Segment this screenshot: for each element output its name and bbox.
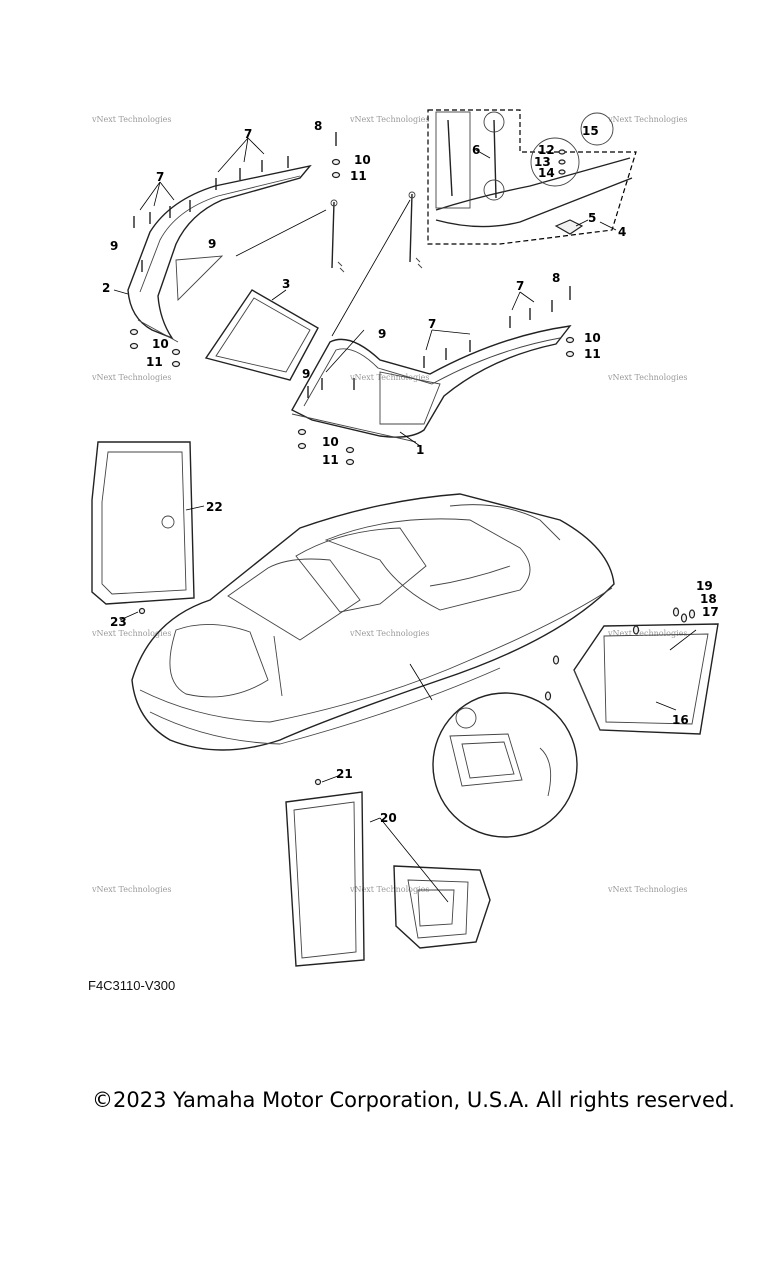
watermark: vNext Technologies <box>349 115 429 124</box>
leader-lines <box>113 137 697 903</box>
parts-diagram: vNext Technologies vNext Technologies vN… <box>91 109 719 967</box>
watermark: vNext Technologies <box>349 885 429 894</box>
watermark: vNext Technologies <box>607 885 687 894</box>
center-windshield <box>204 289 319 381</box>
watermark: vNext Technologies <box>607 373 687 382</box>
watermark: vNext Technologies <box>349 629 429 638</box>
callout-7: 7 <box>516 279 524 293</box>
assembly-detail-box <box>427 109 637 245</box>
right-windshield-frame <box>291 325 572 443</box>
callout-8: 8 <box>552 271 560 285</box>
callout-10: 10 <box>584 331 601 345</box>
callout-9: 9 <box>110 239 118 253</box>
callout-5: 5 <box>588 211 596 225</box>
callout-20: 20 <box>380 811 397 825</box>
callout-7: 7 <box>156 170 164 184</box>
storage-box <box>544 607 719 735</box>
callout-3: 3 <box>282 277 290 291</box>
callout-7: 7 <box>428 317 436 331</box>
watermarks: vNext Technologies vNext Technologies vN… <box>91 115 687 894</box>
watermark: vNext Technologies <box>91 885 171 894</box>
watermark: vNext Technologies <box>91 115 171 124</box>
screws <box>133 132 571 398</box>
callout-16: 16 <box>672 713 689 727</box>
watermark: vNext Technologies <box>91 373 171 382</box>
windshield-struts <box>330 191 423 273</box>
callout-9: 9 <box>208 237 216 251</box>
watermark: vNext Technologies <box>607 629 687 638</box>
watermark: vNext Technologies <box>91 629 171 638</box>
callout-19: 19 <box>696 579 713 593</box>
callout-9: 9 <box>378 327 386 341</box>
drawing-code: F4C3110-V300 <box>88 978 176 993</box>
detail-magnifier <box>409 663 578 838</box>
callout-8: 8 <box>314 119 322 133</box>
callout-9: 9 <box>302 367 310 381</box>
callout-15: 15 <box>582 124 599 138</box>
callout-17: 17 <box>702 605 719 619</box>
callout-2: 2 <box>102 281 110 295</box>
left-windshield-frame <box>127 164 312 343</box>
callout-22: 22 <box>206 500 223 514</box>
watermark: vNext Technologies <box>607 115 687 124</box>
access-panel <box>285 778 491 967</box>
callout-11: 11 <box>584 347 601 361</box>
callout-14: 14 <box>538 166 555 180</box>
callout-12: 12 <box>538 143 555 157</box>
callout-23: 23 <box>110 615 127 629</box>
callout-4: 4 <box>618 225 626 239</box>
callout-11: 11 <box>350 169 367 183</box>
callout-10: 10 <box>152 337 169 351</box>
callout-21: 21 <box>336 767 353 781</box>
callout-10: 10 <box>354 153 371 167</box>
callout-7: 7 <box>244 127 252 141</box>
boat-hull <box>131 493 615 751</box>
callout-1: 1 <box>416 443 424 457</box>
callout-10: 10 <box>322 435 339 449</box>
callout-6: 6 <box>472 143 480 157</box>
nuts-washers <box>129 158 575 466</box>
callout-13: 13 <box>534 155 551 169</box>
callout-18: 18 <box>700 592 717 606</box>
copyright-notice: ©2023 Yamaha Motor Corporation, U.S.A. A… <box>92 1088 735 1112</box>
callout-labels: 1 2 3 4 5 6 7 7 7 7 8 8 9 9 9 9 10 10 10… <box>102 119 719 825</box>
hatch-panel <box>91 441 195 615</box>
watermark: vNext Technologies <box>349 373 429 382</box>
callout-11: 11 <box>322 453 339 467</box>
callout-11: 11 <box>146 355 163 369</box>
